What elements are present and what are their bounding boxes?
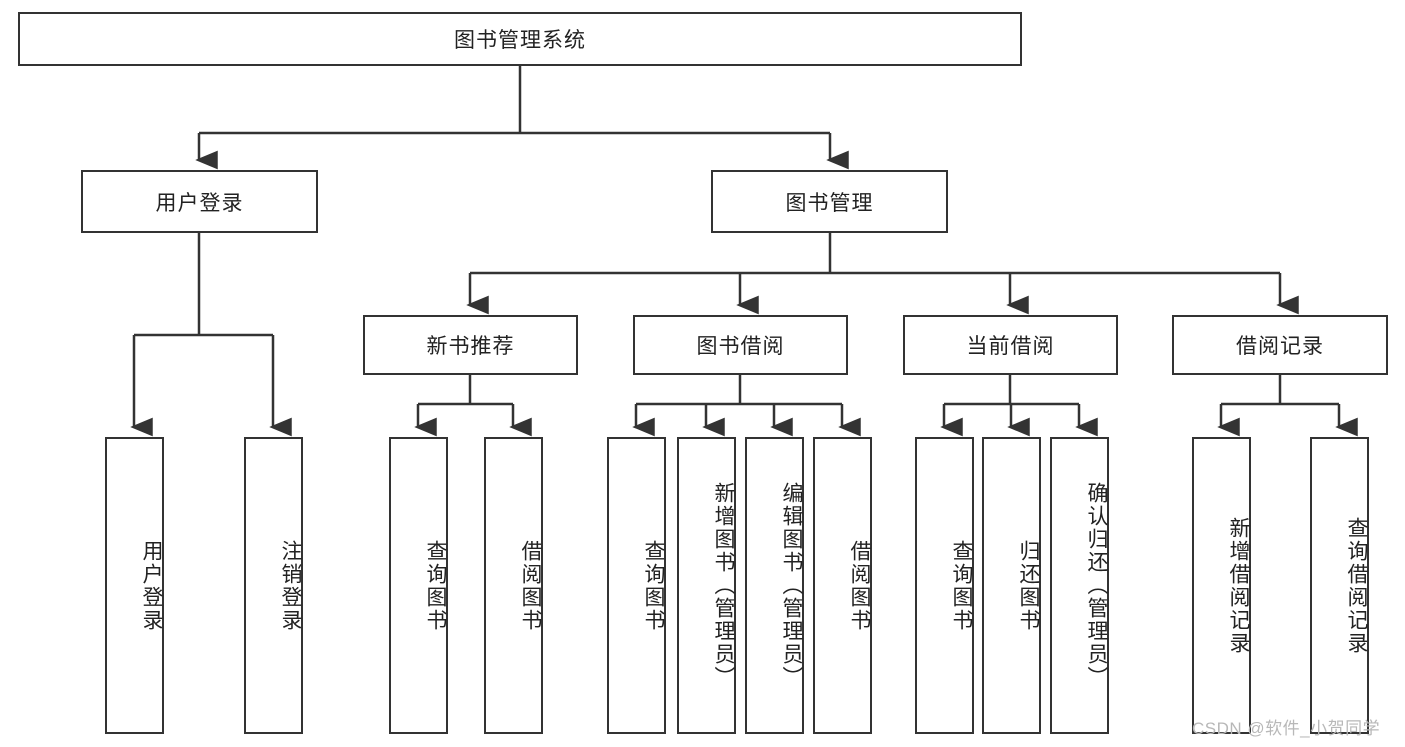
node-current-borrow-label: 当前借阅 [966, 335, 1055, 358]
leaf-confirm-return-admin[interactable]: 确认归还（管理员） [1050, 437, 1109, 734]
leaf-borrow-book-bb[interactable]: 借阅图书 [813, 437, 872, 734]
node-new-book-recommend[interactable]: 新书推荐 [363, 315, 578, 375]
leaf-borrow-book-rec-label: 借阅图书 [519, 539, 542, 632]
leaf-query-book-rec[interactable]: 查询图书 [389, 437, 448, 734]
leaf-logout-label: 注销登录 [279, 539, 302, 632]
leaf-logout[interactable]: 注销登录 [244, 437, 303, 734]
leaf-return-book-label: 归还图书 [1017, 539, 1040, 632]
leaf-query-book-bb[interactable]: 查询图书 [607, 437, 666, 734]
watermark-text: CSDN @软件_小贺同学 [1192, 719, 1381, 738]
node-root-label: 图书管理系统 [454, 29, 586, 52]
leaf-confirm-return-admin-label: 确认归还（管理员） [1085, 482, 1108, 689]
node-user-login[interactable]: 用户登录 [81, 170, 318, 233]
leaf-user-login-label: 用户登录 [140, 539, 163, 632]
node-book-management[interactable]: 图书管理 [711, 170, 948, 233]
leaf-user-login[interactable]: 用户登录 [105, 437, 164, 734]
leaf-add-borrow-record[interactable]: 新增借阅记录 [1192, 437, 1251, 734]
leaf-add-book-admin-label: 新增图书（管理员） [712, 482, 735, 689]
leaf-borrow-book-bb-label: 借阅图书 [848, 539, 871, 632]
leaf-query-book-cb-label: 查询图书 [950, 539, 973, 632]
node-book-borrow-label: 图书借阅 [696, 335, 785, 358]
leaf-edit-book-admin-label: 编辑图书（管理员） [780, 482, 803, 689]
leaf-return-book[interactable]: 归还图书 [982, 437, 1041, 734]
node-borrow-record-label: 借阅记录 [1236, 335, 1324, 358]
leaf-edit-book-admin[interactable]: 编辑图书（管理员） [745, 437, 804, 734]
node-current-borrow[interactable]: 当前借阅 [903, 315, 1118, 375]
node-book-management-label: 图书管理 [785, 191, 874, 215]
leaf-query-borrow-record[interactable]: 查询借阅记录 [1310, 437, 1369, 734]
node-book-borrow[interactable]: 图书借阅 [633, 315, 848, 375]
leaf-query-book-cb[interactable]: 查询图书 [915, 437, 974, 734]
node-borrow-record[interactable]: 借阅记录 [1172, 315, 1388, 375]
node-root[interactable]: 图书管理系统 [18, 12, 1022, 66]
leaf-query-borrow-record-label: 查询借阅记录 [1345, 516, 1368, 655]
watermark: CSDN @软件_小贺同学 [1192, 714, 1380, 739]
leaf-add-borrow-record-label: 新增借阅记录 [1227, 516, 1250, 655]
node-user-login-label: 用户登录 [155, 191, 244, 215]
leaf-query-book-rec-label: 查询图书 [424, 539, 447, 632]
leaf-add-book-admin[interactable]: 新增图书（管理员） [677, 437, 736, 734]
leaf-borrow-book-rec[interactable]: 借阅图书 [484, 437, 543, 734]
leaf-query-book-bb-label: 查询图书 [642, 539, 665, 632]
node-new-book-recommend-label: 新书推荐 [426, 335, 515, 358]
